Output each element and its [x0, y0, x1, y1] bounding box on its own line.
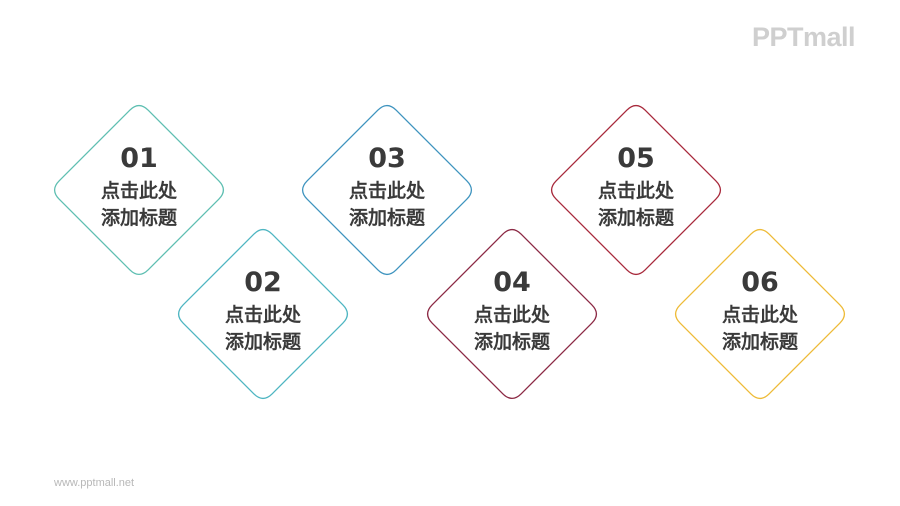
step-diamond-outline [53, 104, 225, 276]
step-diamond-outline [301, 104, 473, 276]
step-number: 02 [244, 267, 282, 298]
step-diamond-outline [177, 228, 349, 400]
step-title-line1: 点击此处 [349, 179, 426, 202]
step-title-line1: 点击此处 [101, 179, 178, 202]
step-title-line2: 添加标题 [101, 206, 177, 229]
step-title-line2: 添加标题 [349, 206, 425, 229]
step-title-line2: 添加标题 [225, 330, 301, 353]
pptmall-logo: PPTmall [752, 22, 856, 52]
step-number: 06 [741, 267, 779, 298]
step-title-line2: 添加标题 [474, 330, 550, 353]
step-title-line1: 点击此处 [722, 303, 799, 326]
step-number: 01 [120, 143, 158, 174]
step-number: 05 [617, 143, 655, 174]
step-title-line1: 点击此处 [225, 303, 302, 326]
step-title-line2: 添加标题 [598, 206, 674, 229]
step-diamond-outline [674, 228, 846, 400]
step-title-line1: 点击此处 [474, 303, 551, 326]
step-title-line1: 点击此处 [598, 179, 675, 202]
step-diamond-outline [550, 104, 722, 276]
step-number: 03 [368, 143, 406, 174]
footer-url: www.pptmall.net [54, 477, 135, 489]
step-title-line2: 添加标题 [722, 330, 798, 353]
step-number: 04 [493, 267, 531, 298]
step-diamond-outline [426, 228, 598, 400]
